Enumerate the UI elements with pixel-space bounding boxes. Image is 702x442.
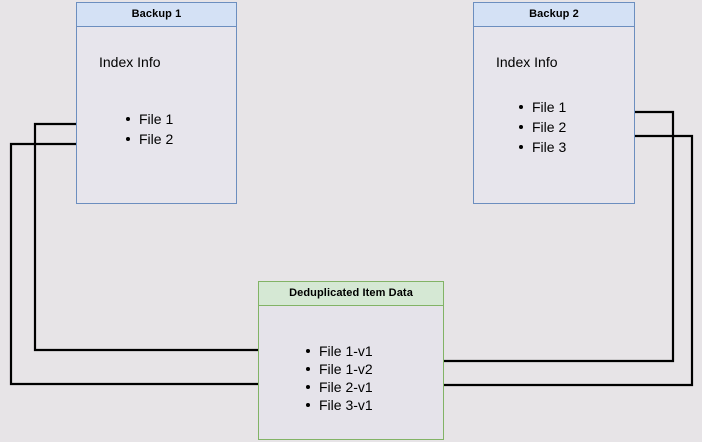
backup1-file-item[interactable]: File 2 (124, 129, 173, 149)
backup2-box[interactable]: Backup 2 Index Info File 1 File 2 File 3 (473, 2, 635, 204)
dedup-item-list: File 1-v1 File 1-v2 File 2-v1 File 3-v1 (304, 342, 373, 414)
backup2-body: Index Info File 1 File 2 File 3 (474, 27, 634, 203)
backup1-caption: Index Info (99, 54, 161, 70)
dedup-item[interactable]: File 3-v1 (304, 396, 373, 414)
backup2-header: Backup 2 (474, 3, 634, 27)
backup2-file-item[interactable]: File 1 (517, 97, 566, 117)
deduplicated-item-data-header: Deduplicated Item Data (259, 282, 443, 306)
backup2-file-item[interactable]: File 2 (517, 117, 566, 137)
dedup-item[interactable]: File 1-v1 (304, 342, 373, 360)
backup1-box[interactable]: Backup 1 Index Info File 1 File 2 (76, 2, 237, 204)
backup1-file-list: File 1 File 2 (124, 109, 173, 149)
backup1-file-item[interactable]: File 1 (124, 109, 173, 129)
dedup-item[interactable]: File 1-v2 (304, 360, 373, 378)
backup2-file-list: File 1 File 2 File 3 (517, 97, 566, 157)
dedup-item[interactable]: File 2-v1 (304, 378, 373, 396)
backup2-file-item[interactable]: File 3 (517, 137, 566, 157)
deduplicated-item-data-body: File 1-v1 File 1-v2 File 2-v1 File 3-v1 (259, 306, 443, 439)
deduplicated-item-data-box[interactable]: Deduplicated Item Data File 1-v1 File 1-… (258, 281, 444, 440)
backup2-caption: Index Info (496, 54, 558, 70)
backup1-body: Index Info File 1 File 2 (77, 27, 236, 203)
backup1-header: Backup 1 (77, 3, 236, 27)
